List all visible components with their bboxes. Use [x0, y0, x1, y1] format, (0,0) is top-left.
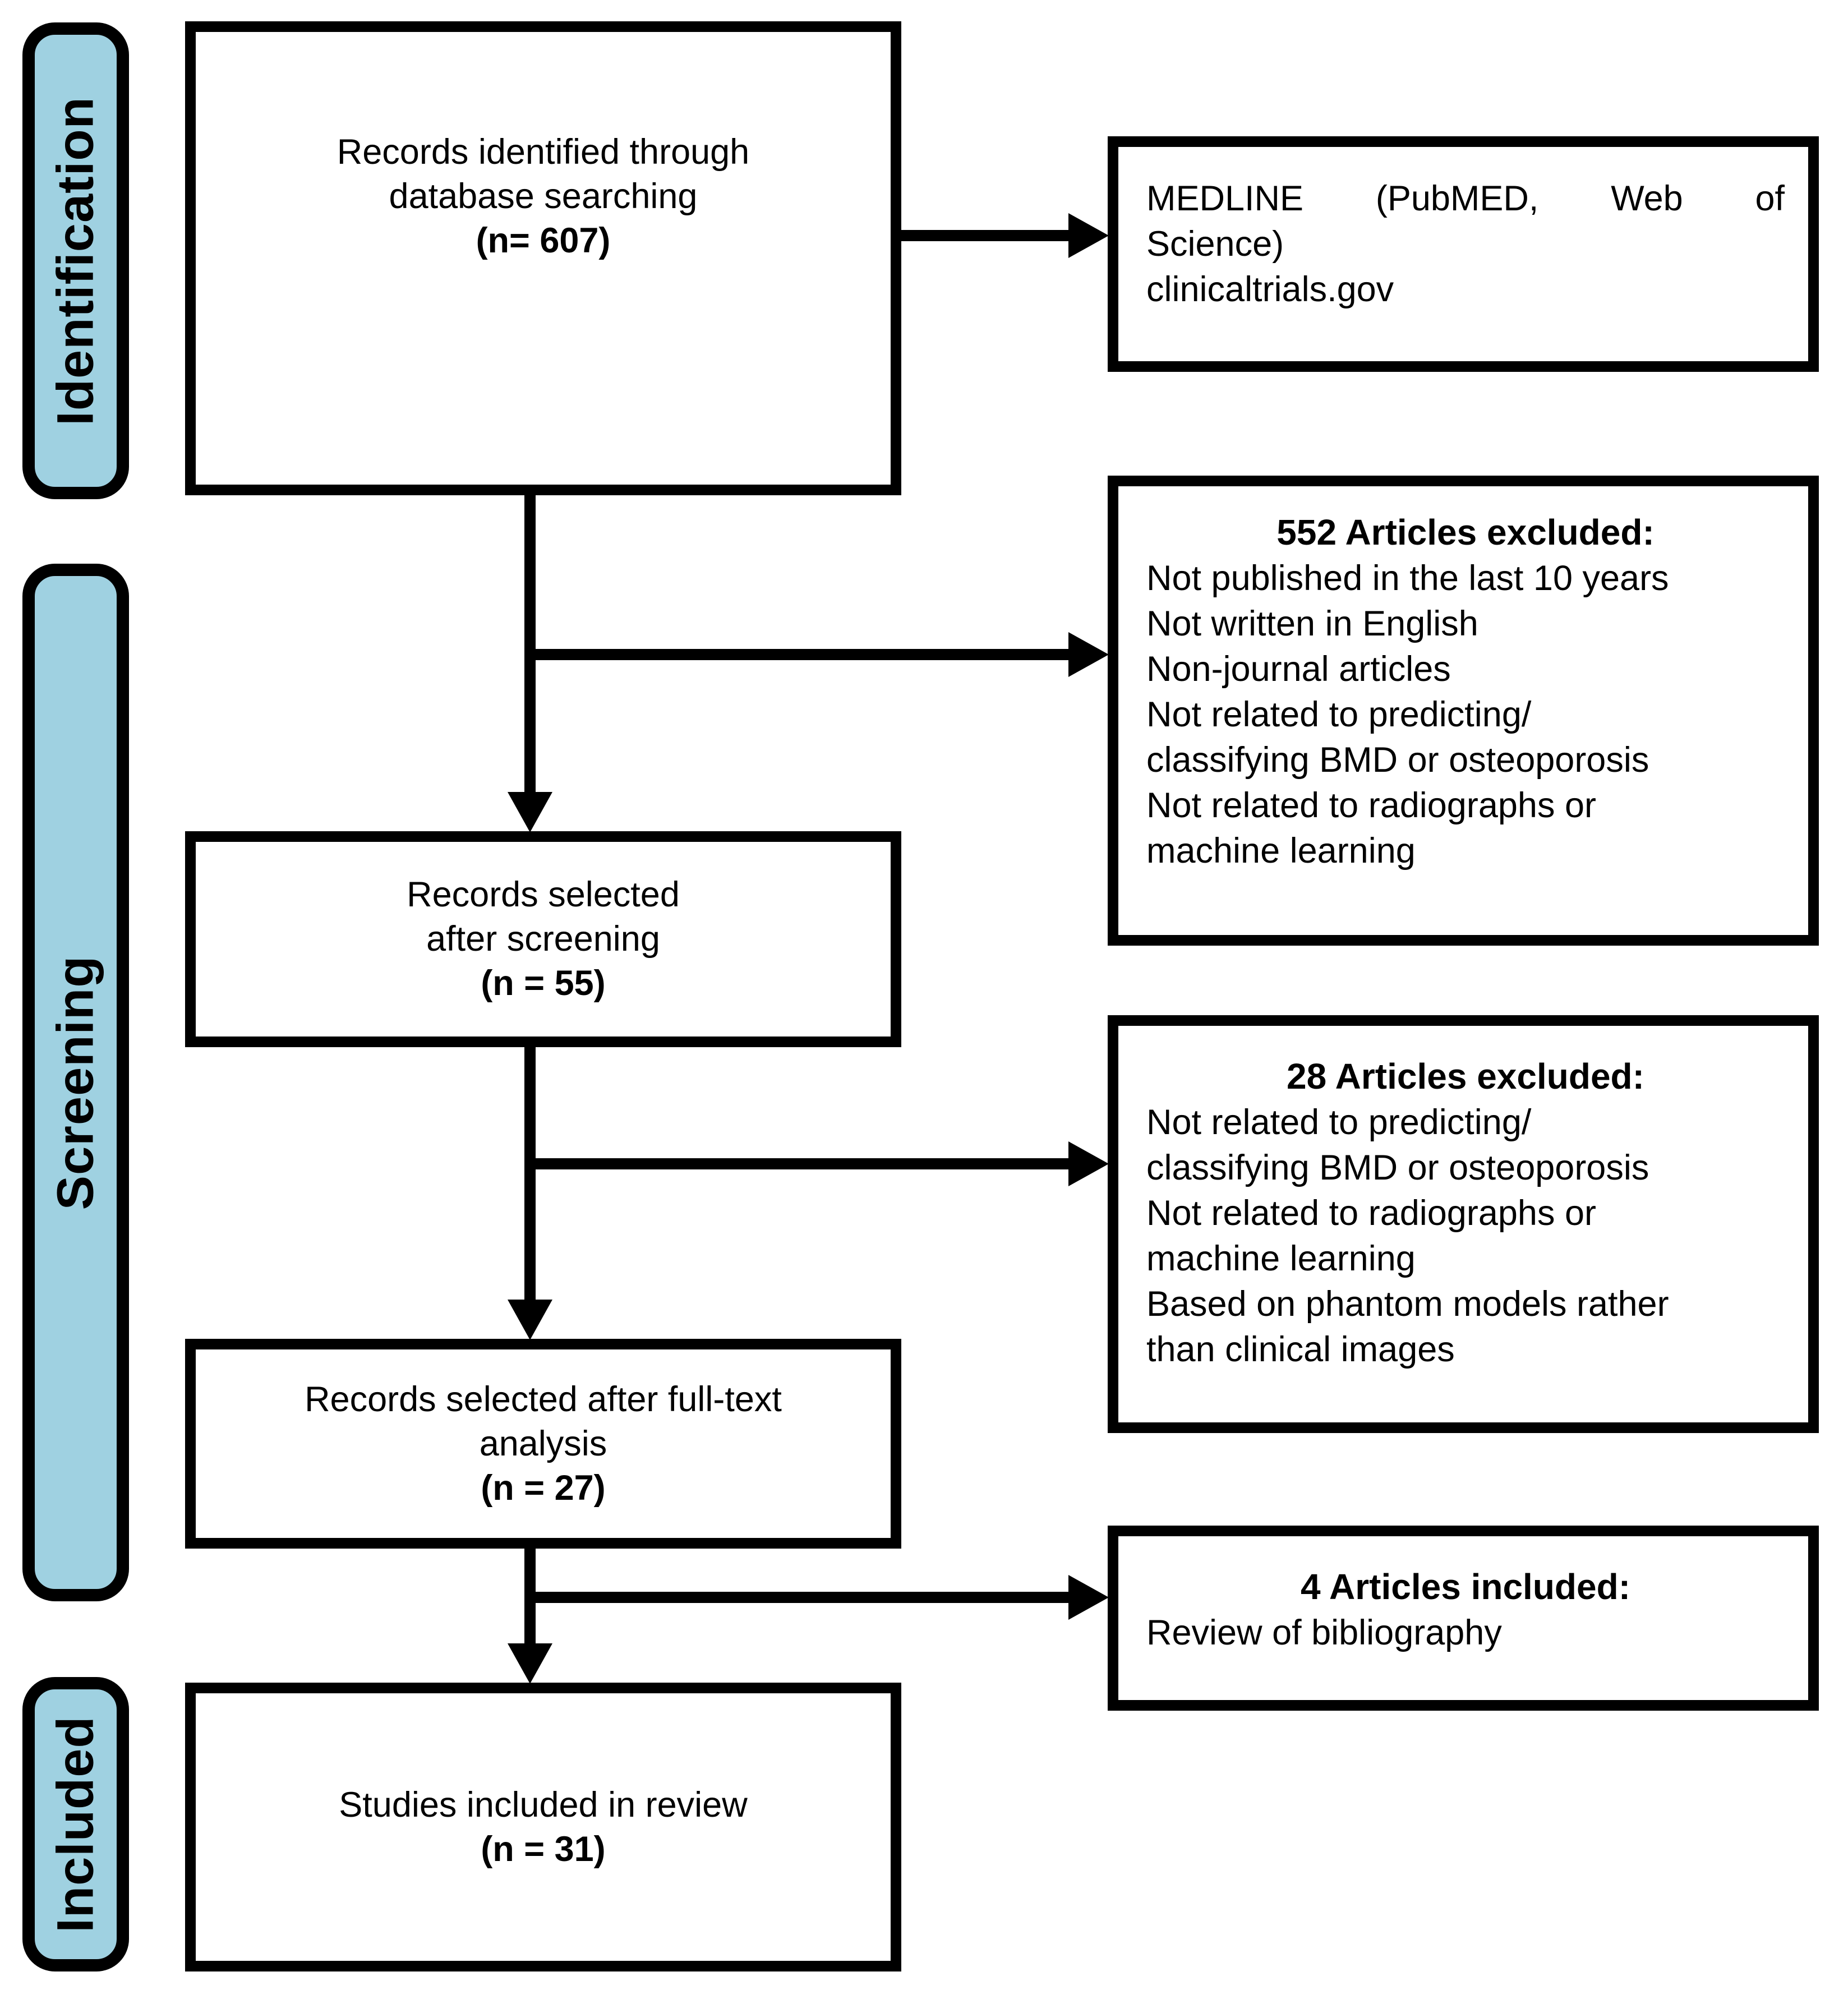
excluded-28-reason: Not related to radiographs or	[1146, 1194, 1596, 1233]
stage-included: Included	[22, 1677, 129, 1971]
records-fulltext-line1: Records selected after full-text	[305, 1379, 782, 1419]
excluded-552-reason: classifying BMD or osteoporosis	[1146, 740, 1649, 780]
sources-line1: MEDLINE (PubMED, Web of	[1146, 179, 1785, 218]
arrowhead-right-icon	[1068, 1141, 1109, 1186]
sources-line3: clinicaltrials.gov	[1146, 270, 1394, 309]
box-excluded-552: 552 Articles excluded: Not published in …	[1108, 476, 1819, 946]
included-4-reason: Review of bibliography	[1146, 1613, 1502, 1652]
stage-screening-label: Screening	[47, 955, 104, 1210]
records-screened-count: (n = 55)	[481, 964, 606, 1003]
studies-included-line1: Studies included in review	[339, 1785, 748, 1825]
box-records-fulltext: Records selected after full-text analysi…	[185, 1339, 901, 1549]
box-records-identified: Records identified through database sear…	[185, 21, 901, 495]
excluded-28-reason: classifying BMD or osteoporosis	[1146, 1148, 1649, 1187]
excluded-552-reason: Non-journal articles	[1146, 649, 1451, 689]
box-studies-included: Studies included in review (n = 31)	[185, 1683, 901, 1971]
excluded-28-reason: Not related to predicting/	[1146, 1103, 1532, 1142]
arrowhead-down-icon	[508, 792, 552, 832]
arrowhead-right-icon	[1068, 1575, 1109, 1620]
excluded-28-title: 28 Articles excluded:	[1287, 1056, 1644, 1097]
records-fulltext-count: (n = 27)	[481, 1468, 606, 1508]
arrowhead-down-icon	[508, 1300, 552, 1340]
sources-line2: Science)	[1146, 224, 1284, 264]
stage-identification: Identification	[22, 22, 129, 499]
connector-branch-to-included-4	[530, 1592, 1074, 1603]
excluded-552-reason: machine learning	[1146, 831, 1416, 870]
connector-screened-to-fulltext	[524, 1047, 536, 1300]
connector-branch-to-excluded-552	[530, 649, 1074, 660]
excluded-28-reason: Based on phantom models rather	[1146, 1284, 1669, 1324]
excluded-552-reason: Not written in English	[1146, 604, 1478, 643]
excluded-552-reason: Not published in the last 10 years	[1146, 559, 1669, 598]
stage-identification-label: Identification	[47, 96, 104, 426]
records-identified-line1: Records identified through	[337, 132, 750, 172]
connector-identified-to-screened	[524, 495, 536, 793]
box-included-4: 4 Articles included: Review of bibliogra…	[1108, 1526, 1819, 1711]
box-sources: MEDLINE (PubMED, Web of Science) clinica…	[1108, 136, 1819, 372]
stage-included-label: Included	[47, 1716, 104, 1933]
connector-identified-to-sources	[900, 230, 1074, 241]
records-identified-count: (n= 607)	[476, 221, 611, 260]
records-identified-line2: database searching	[389, 177, 698, 216]
box-excluded-28: 28 Articles excluded: Not related to pre…	[1108, 1015, 1819, 1433]
records-fulltext-line2: analysis	[479, 1424, 607, 1463]
records-screened-line1: Records selected	[407, 875, 680, 914]
arrowhead-right-icon	[1068, 213, 1109, 258]
included-4-title: 4 Articles included:	[1301, 1567, 1630, 1607]
studies-included-count: (n = 31)	[481, 1829, 606, 1869]
excluded-552-reason: Not related to predicting/	[1146, 695, 1532, 734]
records-screened-line2: after screening	[426, 919, 660, 959]
excluded-28-reason: machine learning	[1146, 1239, 1416, 1278]
excluded-28-reason: than clinical images	[1146, 1330, 1455, 1369]
stage-screening: Screening	[22, 564, 129, 1601]
arrowhead-down-icon	[508, 1643, 552, 1684]
excluded-552-reason: Not related to radiographs or	[1146, 786, 1596, 825]
arrowhead-right-icon	[1068, 632, 1109, 677]
connector-branch-to-excluded-28	[530, 1158, 1074, 1169]
excluded-552-title: 552 Articles excluded:	[1276, 512, 1655, 552]
box-records-screened: Records selected after screening (n = 55…	[185, 831, 901, 1047]
